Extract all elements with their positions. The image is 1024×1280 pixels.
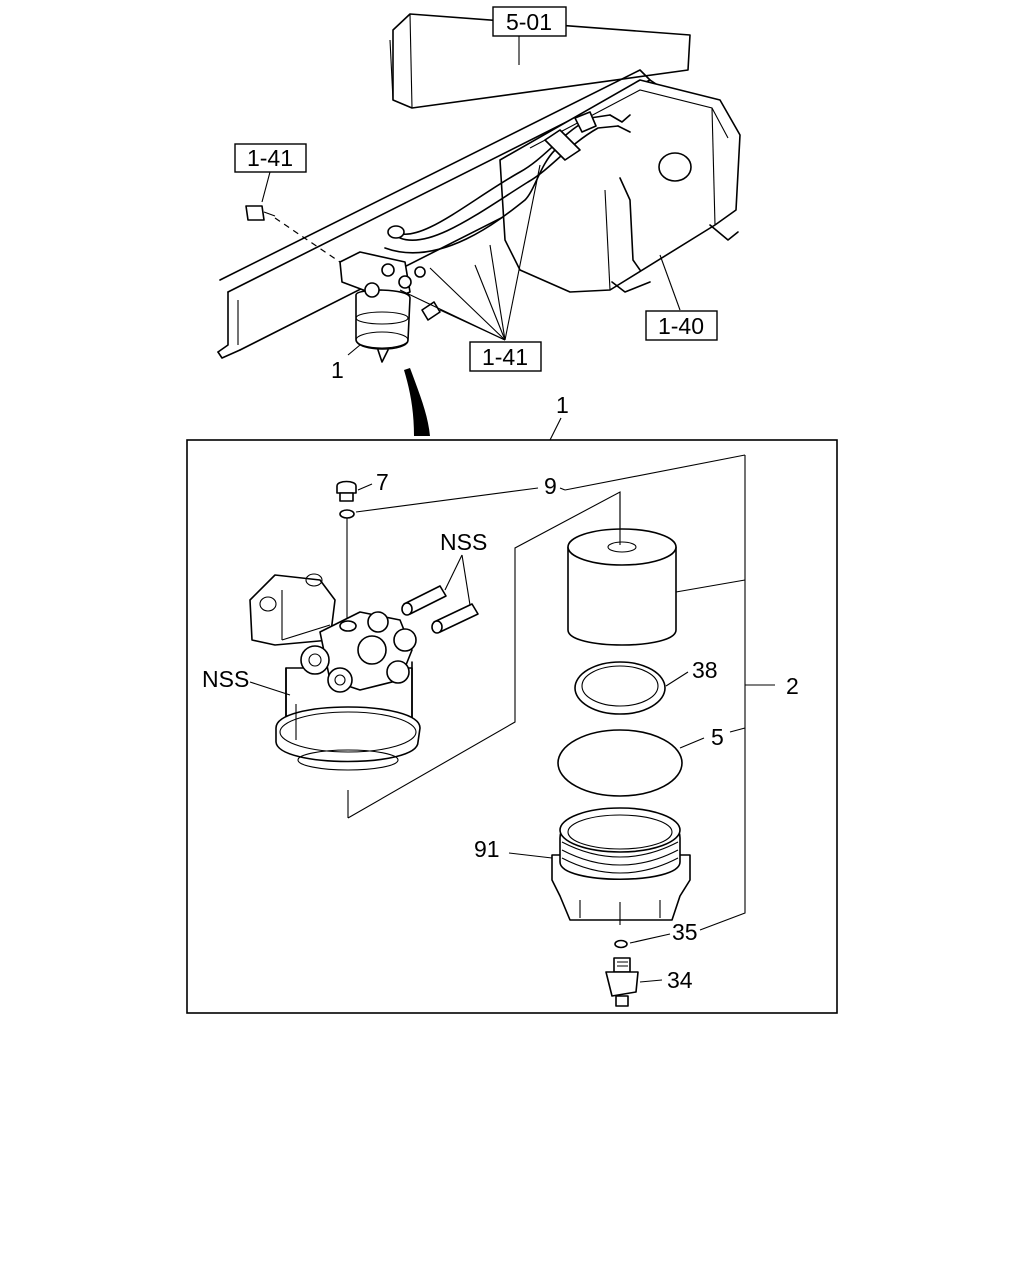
ref-box-top[interactable]: 5-01	[492, 6, 567, 37]
chassis-overview	[217, 13, 741, 436]
o-ring	[557, 729, 705, 797]
filter-assembly-small	[339, 251, 441, 363]
svg-text:5-01: 5-01	[506, 9, 552, 35]
svg-text:1-41: 1-41	[247, 145, 293, 171]
ref-box-lower-callout[interactable]: 1-41	[469, 341, 542, 372]
callout-drain-valve: 34	[667, 967, 693, 993]
callout-bowl: 91	[474, 836, 500, 862]
callout-seal-ring: 38	[692, 657, 718, 683]
callout-assembly-overview: 1	[331, 357, 344, 383]
ref-box-left-bolt[interactable]: 1-41	[234, 143, 307, 173]
callout-washer: 9	[544, 473, 557, 499]
detail-frame	[186, 439, 838, 1014]
ref-box-tank[interactable]: 1-40	[645, 310, 718, 341]
seal-ring	[574, 661, 689, 715]
detail-arrow-icon	[404, 368, 430, 436]
bowl	[508, 807, 691, 925]
svg-text:1-41: 1-41	[482, 344, 528, 370]
callout-o-ring: 5	[711, 724, 724, 750]
callout-drain-washer: 35	[672, 919, 698, 945]
kit-bracket	[347, 454, 775, 931]
callout-nss-head: NSS	[202, 666, 249, 692]
filter-head	[249, 573, 421, 771]
plug	[336, 480, 373, 502]
bolt-icon	[245, 205, 341, 263]
fuel-lines	[384, 111, 631, 254]
filter-element	[567, 492, 677, 646]
filler-cap-icon	[658, 152, 692, 182]
callout-plug: 7	[376, 469, 389, 495]
overview-leaders	[261, 36, 681, 356]
callout-nss-nipples: NSS	[440, 529, 487, 555]
drain-valve	[605, 957, 663, 1007]
nss-nipples	[401, 554, 479, 634]
callout-assembly-detail: 1	[556, 392, 569, 418]
callout-kit: 2	[786, 673, 799, 699]
svg-text:1-40: 1-40	[658, 313, 704, 339]
drain-washer	[614, 939, 628, 949]
washer	[339, 509, 355, 519]
cross-member	[389, 13, 691, 109]
